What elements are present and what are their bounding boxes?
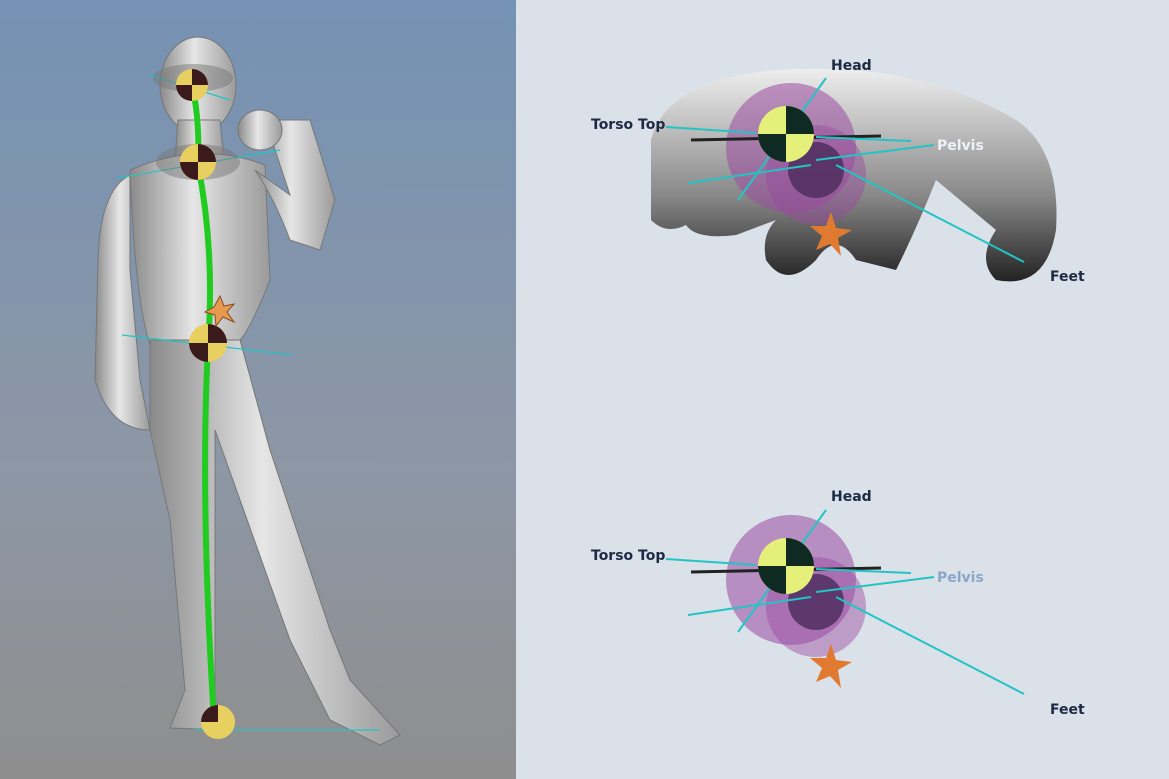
- control-spheres: [176, 69, 235, 739]
- label-torso-top-bottom: Torso Top: [591, 548, 666, 564]
- label-feet-top: Feet: [1050, 269, 1085, 285]
- rig-cluster-top: [665, 77, 1025, 263]
- rig-top-views: [651, 68, 1057, 695]
- star-marker-icon: [203, 294, 236, 328]
- top-views-viewport[interactable]: [516, 0, 1169, 779]
- label-torso-top-top: Torso Top: [591, 117, 666, 133]
- rig-cluster-bottom: [665, 509, 1025, 695]
- label-head-top: Head: [831, 58, 872, 74]
- label-pelvis-top: Pelvis: [937, 138, 984, 154]
- character-figure: [94, 36, 401, 746]
- star-marker-icon: [810, 644, 852, 688]
- label-head-bottom: Head: [831, 489, 872, 505]
- label-pelvis-bottom: Pelvis: [937, 570, 984, 586]
- label-feet-bottom: Feet: [1050, 702, 1085, 718]
- star-marker-icon: [810, 212, 852, 256]
- perspective-viewport[interactable]: [0, 0, 516, 779]
